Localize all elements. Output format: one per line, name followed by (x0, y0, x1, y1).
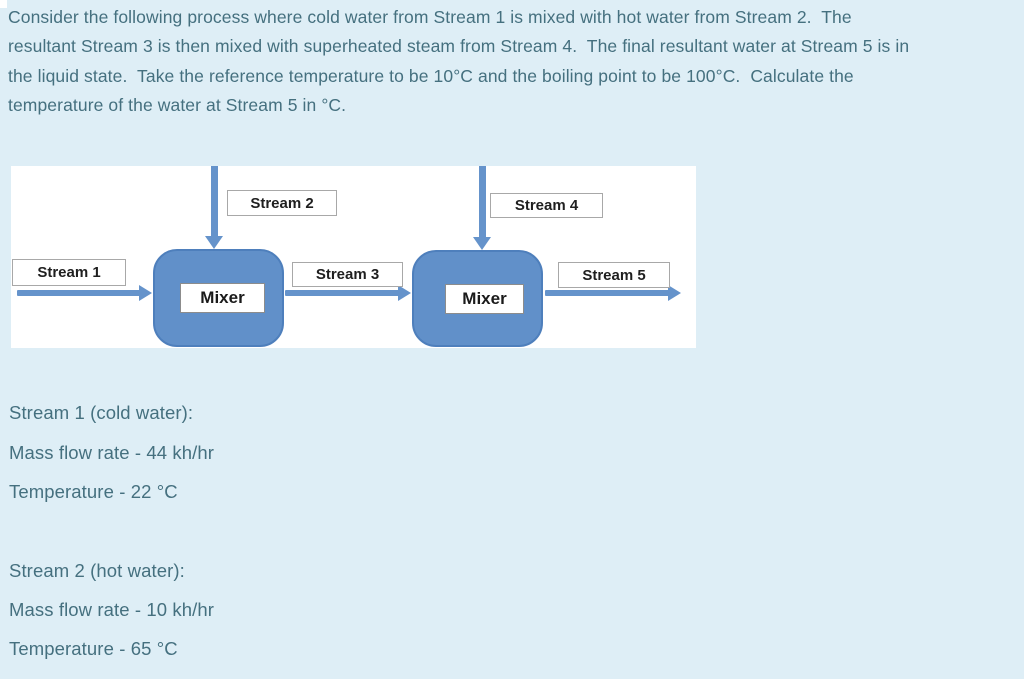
stream-5-label: Stream 5 (558, 262, 670, 288)
stream-4-arrow (473, 166, 492, 250)
stream-3-label: Stream 3 (292, 262, 403, 287)
stream-3-arrow (285, 285, 411, 301)
stream-2-arrow (205, 166, 224, 249)
stream-1-spec-title: Stream 1 (cold water): (9, 402, 194, 423)
stream-5-arrow (545, 285, 681, 301)
problem-line: Consider the following process where col… (8, 7, 852, 27)
mixer-1-box: Mixer (153, 249, 284, 347)
stream-2-spec-title: Stream 2 (hot water): (9, 560, 185, 581)
problem-line: temperature of the water at Stream 5 in … (8, 95, 347, 116)
mixer-1-label: Mixer (180, 283, 265, 313)
mixer-2-box: Mixer (412, 250, 543, 347)
problem-line: the liquid state. Take the reference tem… (8, 65, 854, 86)
stream-1-label: Stream 1 (12, 259, 126, 286)
process-flow-diagram: Mixer Mixer Stream 1 Stream 2 Stream 3 S… (11, 166, 696, 348)
bottom-white-strip (0, 679, 1024, 685)
stream-1-arrow (17, 285, 152, 301)
problem-line: resultant Stream 3 is then mixed with su… (8, 36, 910, 57)
stream-2-flow-rate: Mass flow rate - 10 kh/hr (9, 599, 215, 620)
stream-1-temperature: Temperature - 22 °C (9, 481, 178, 502)
mixer-2-label: Mixer (445, 284, 524, 314)
top-left-white-notch (0, 0, 7, 8)
stream-1-flow-rate: Mass flow rate - 44 kh/hr (9, 442, 215, 463)
problem-statement: Consider the following process where col… (8, 3, 1020, 121)
stream-2-temperature: Temperature - 65 °C (9, 638, 178, 659)
stream-2-label: Stream 2 (227, 190, 337, 216)
stream-4-label: Stream 4 (490, 193, 603, 218)
